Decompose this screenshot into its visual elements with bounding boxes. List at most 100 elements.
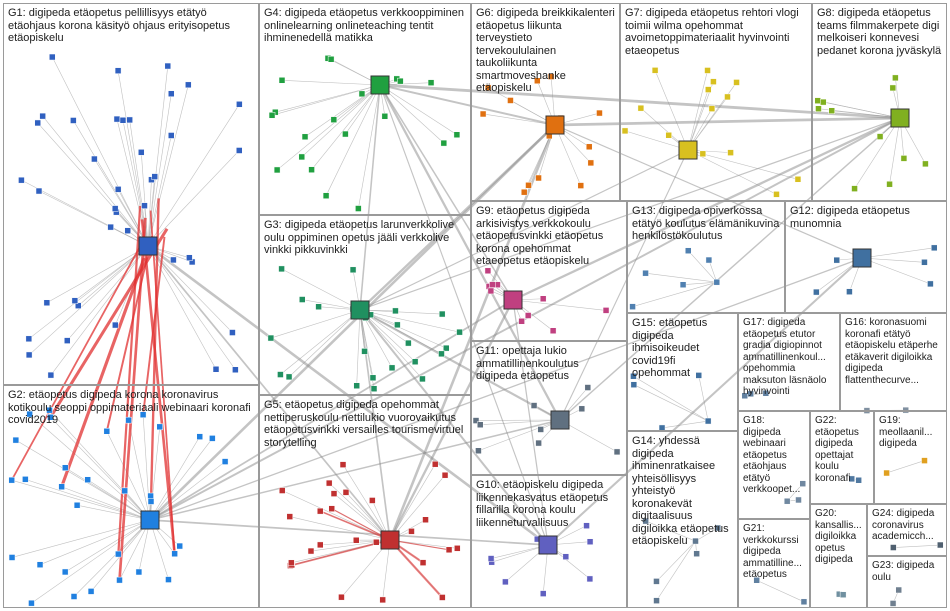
graph-edge [325, 84, 381, 196]
graph-node [397, 77, 404, 85]
graph-node [585, 143, 593, 151]
group-box-g20[interactable]: G20: kansallis... digiloikka opetus digi… [810, 504, 867, 608]
group-box-g24[interactable]: G24: digipeda coronavirus academicch... [867, 504, 947, 556]
graph-node [103, 428, 111, 435]
graph-node [167, 132, 175, 139]
graph-edge [889, 117, 901, 185]
graph-edge [15, 439, 151, 521]
graph-node [278, 487, 286, 494]
graph-edge [140, 152, 149, 247]
graph-hub-node [350, 300, 370, 320]
graph-edge [379, 84, 458, 135]
graph-node [141, 202, 148, 209]
graph-node [453, 131, 461, 138]
graph-edge [119, 519, 151, 581]
graph-edge [331, 508, 391, 541]
group-box-g23[interactable]: G23: digipeda oulu [867, 556, 947, 608]
graph-edge [149, 257, 863, 521]
group-box-g14[interactable]: G14: yhdessä digipeda ihminenratkaisee y… [627, 431, 738, 608]
graph-node [277, 371, 284, 378]
graph-node [278, 77, 286, 84]
group-box-g21[interactable]: G21: verkkokurssi digipeda ammatilline..… [738, 519, 810, 608]
graph-node [352, 536, 360, 544]
graph-node [126, 116, 133, 124]
graph-edges [10, 56, 941, 604]
graph-node [587, 159, 595, 167]
graph-node [443, 344, 450, 352]
graph-edge [512, 116, 901, 302]
graph-node [520, 188, 528, 196]
graph-node [602, 307, 610, 314]
group-box-g3[interactable]: G3: digipeda etäopetus larunverkkolive o… [259, 215, 471, 395]
graph-edge [281, 268, 361, 311]
graph-edge [118, 217, 147, 581]
graph-node [535, 174, 542, 182]
group-box-g8[interactable]: G8: digipeda etäopetus teams filmmakerpe… [812, 3, 947, 201]
group-box-g17[interactable]: G17: digipeda etäopetus etutor gradia di… [738, 313, 840, 411]
graph-edge [46, 245, 149, 304]
graph-node [315, 303, 322, 310]
graph-edge [656, 540, 696, 582]
graph-edge [823, 101, 901, 119]
group-box-g7[interactable]: G7: digipeda etäopetus rehtori vlogi toi… [620, 3, 812, 201]
graph-node [547, 73, 555, 80]
graph-node [139, 411, 147, 418]
graph-node [487, 555, 495, 562]
group-box-g1[interactable]: G1: digipeda etäopetus pellillisyys etät… [3, 3, 259, 385]
group-box-g10[interactable]: G10: etäopiskelu digipeda liikennekasvat… [471, 475, 627, 608]
group-label-g12: G12: digipeda etäopetus munomnia [790, 205, 913, 230]
graph-node [342, 130, 349, 138]
graph-edge [128, 420, 151, 521]
graph-node [762, 390, 770, 397]
group-box-g6[interactable]: G6: digipeda breikkikalenteri etäopetus … [471, 3, 620, 201]
group-label-g21: G21: verkkokurssi digipeda ammatilline..… [743, 523, 805, 580]
graph-node [135, 568, 143, 576]
graph-node [578, 405, 586, 413]
graph-hub-node [503, 290, 523, 310]
group-label-g5: G5: etäopetus digipeda opehommat nettipe… [264, 399, 467, 449]
graph-hub-node [380, 530, 400, 550]
graph-node [733, 79, 740, 86]
graph-edge [359, 309, 549, 546]
graph-edge [708, 259, 718, 283]
graph-edge [147, 245, 391, 541]
graph-edge [149, 117, 901, 521]
graph-node [704, 67, 711, 74]
graph-node [584, 384, 592, 391]
graph-edge [280, 309, 361, 375]
graph-node [586, 575, 594, 583]
graph-node [22, 476, 29, 483]
group-box-g9[interactable]: G9: etäopetus digipeda arkisivistys verk… [471, 201, 627, 341]
graph-node [454, 545, 461, 552]
graph-edge [389, 539, 444, 599]
group-box-g16[interactable]: G16: koronasuomi koronafi etätyö etäopis… [840, 313, 947, 411]
graph-node [236, 101, 243, 108]
graph-edge [65, 467, 151, 521]
graph-node [921, 259, 928, 266]
graph-node [537, 426, 544, 433]
group-box-g13[interactable]: G13: digipeda opiverkossa etätyö koulutu… [627, 201, 785, 313]
group-box-g18[interactable]: G18: digipeda webinaari etäopetus etäohj… [738, 411, 810, 519]
graph-node [379, 596, 386, 604]
group-box-g11[interactable]: G11: opettaja lukio ammatillinenkoulutus… [471, 341, 627, 475]
graph-edge [281, 79, 381, 86]
group-box-g4[interactable]: G4: digipeda etäopetus verkkooppiminen o… [259, 3, 471, 215]
graph-edge [683, 281, 717, 286]
graph-node [71, 297, 79, 304]
group-label-g7: G7: digipeda etäopetus rehtori vlogi toi… [625, 7, 802, 57]
graph-edge [379, 84, 549, 546]
graph-node [535, 439, 542, 447]
graph-edge [37, 122, 149, 247]
group-box-g22[interactable]: G22: etäopetus digipeda opettajat koulu … [810, 411, 874, 504]
group-box-g5[interactable]: G5: etäopetus digipeda opehommat nettipe… [259, 395, 471, 608]
graph-edge [861, 257, 931, 285]
group-label-g15: G15: etäopetus digipeda ihmisoikeudet co… [632, 317, 711, 379]
group-box-g2[interactable]: G2: etäopetus digipeda korona koronaviru… [3, 385, 259, 608]
group-box-g15[interactable]: G15: etäopetus digipeda ihmisoikeudet co… [627, 313, 738, 431]
graph-edge [149, 519, 169, 580]
graph-node [630, 381, 638, 388]
group-box-g19[interactable]: G19: meollaanil... digipeda [874, 411, 947, 504]
group-box-g12[interactable]: G12: digipeda etäopetus munomnia [785, 201, 947, 313]
graph-node [596, 109, 603, 117]
graph-edge [687, 81, 714, 151]
